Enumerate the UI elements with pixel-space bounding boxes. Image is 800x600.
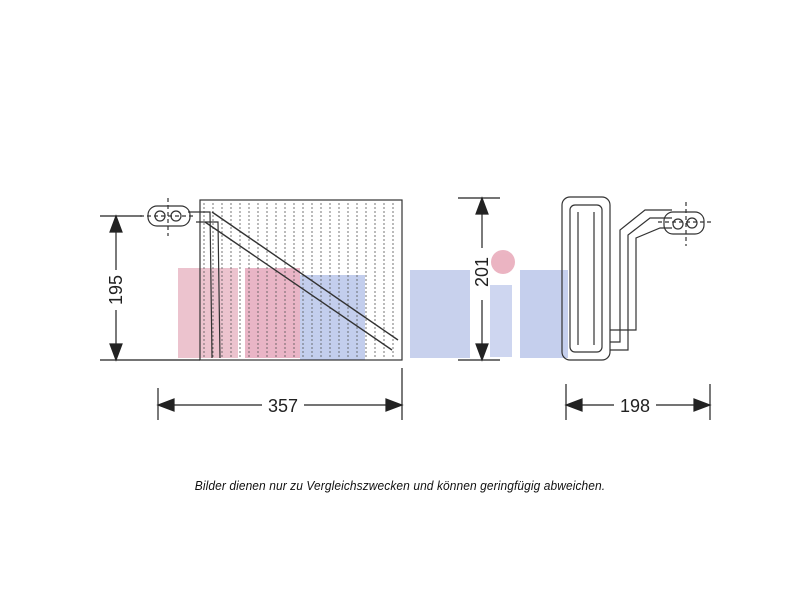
aksis-watermark xyxy=(178,250,568,360)
side-height-label: 201 xyxy=(472,257,492,287)
disclaimer-caption: Bilder dienen nur zu Vergleichszwecken u… xyxy=(194,478,606,493)
dimension-front-height xyxy=(100,214,200,362)
evaporator-fins xyxy=(203,203,394,357)
evaporator-front-view xyxy=(140,198,403,361)
dimension-side-depth xyxy=(564,384,712,420)
front-width-label: 357 xyxy=(268,396,298,416)
evaporator-side-view xyxy=(561,196,712,361)
dimension-front-width xyxy=(156,368,404,420)
dimension-side-height xyxy=(458,196,500,362)
front-height-label: 195 xyxy=(106,275,126,305)
side-depth-label: 198 xyxy=(620,396,650,416)
